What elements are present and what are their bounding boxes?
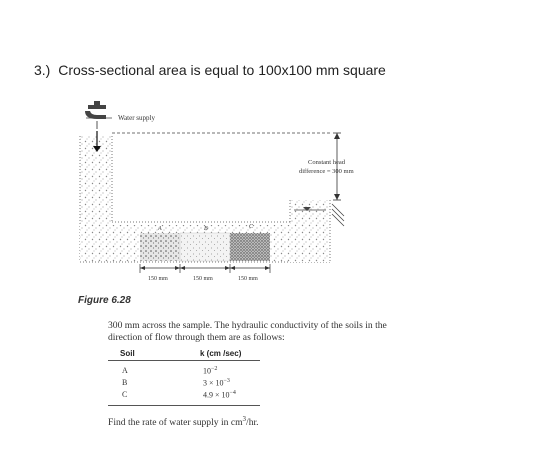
dimension-label-b: 150 mm [193,276,213,282]
head-label-1: Constant head [308,159,346,166]
figure-caption: Figure 6.28 [78,295,131,306]
water-supply-label: Water supply [118,114,155,122]
table-k-b: 3 × 10−3 [203,378,230,388]
soil-sample-a [140,233,180,261]
outlet-reservoir [290,200,330,262]
table-rule-bottom [108,405,260,406]
table-k-c: 4.9 × 10−4 [203,390,236,400]
problem-text: 300 mm across the sample. The hydraulic … [108,320,500,344]
dimension-label-a: 150 mm [148,276,168,282]
soil-sample-b [179,232,231,262]
overflow-arrows [331,203,345,227]
table-soil-c: C [122,390,128,399]
problem-title: Cross-sectional area is equal to 100x100… [58,62,386,78]
table-k-a: 10−2 [203,366,218,376]
head-label-2: difference = 300 mm [299,168,354,175]
problem-number: 3.) [34,62,51,78]
problem-text-line-1: 300 mm across the sample. The hydraulic … [108,320,387,331]
table-soil-a: A [122,366,128,375]
faucet-icon [85,101,112,129]
sample-label-a: A [157,226,162,232]
table-header-k: k (cm /sec) [200,349,242,358]
dimension-line [139,264,271,273]
problem-heading: 3.) Cross-sectional area is equal to 100… [34,62,386,78]
dimension-label-c: 150 mm [238,276,258,282]
soil-sample-c [230,233,270,261]
sample-label-b: B [204,226,208,232]
table-header-soil: Soil [120,349,135,358]
problem-text-line-2: direction of flow through them are as fo… [108,332,285,343]
question-text: Find the rate of water supply in cm3/hr. [108,415,259,429]
table-soil-b: B [122,378,128,387]
sample-label-c: C [249,224,254,230]
table-rule-top [108,360,260,361]
